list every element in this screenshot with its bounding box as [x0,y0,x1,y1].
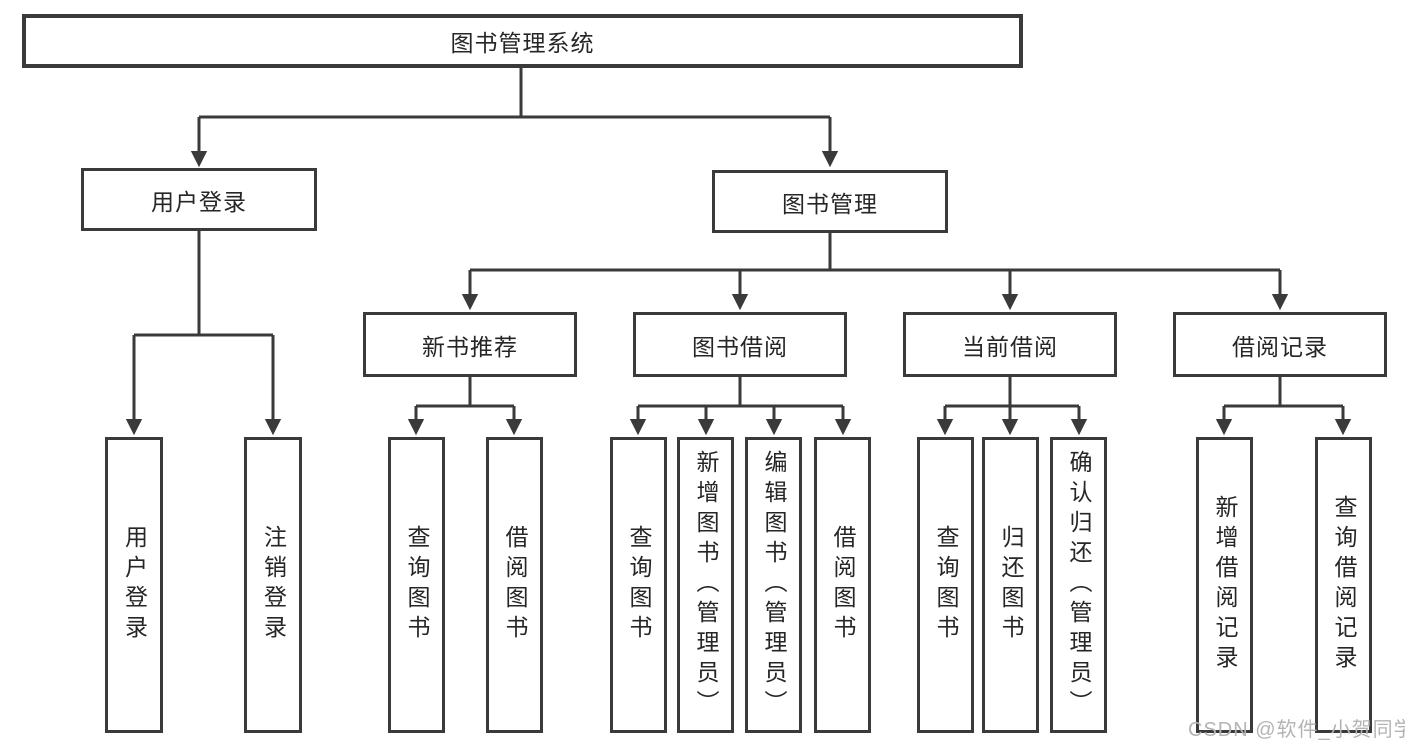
node-root: 图书管理系统 [22,14,1023,68]
leaf-logout-login: 注销登录 [244,437,302,733]
leaf-borrow-books-2: 借阅图书 [814,437,871,733]
leaf-query-books-3: 查询图书 [917,437,974,733]
node-borrowing-records: 借阅记录 [1173,312,1387,377]
connector-book-management-split [470,233,1280,272]
leaf-add-borrow-record: 新增借阅记录 [1196,437,1253,733]
node-book-borrowing: 图书借阅 [633,312,847,377]
connector-root-split [199,68,830,119]
node-book-management: 图书管理 [712,170,948,233]
node-current-borrowing: 当前借阅 [903,312,1117,377]
leaf-confirm-return-admin: 确认归还（管理员） [1050,437,1107,733]
connector-borrowing-records-split [1224,377,1343,408]
leaf-edit-book-admin: 编辑图书（管理员） [745,437,802,733]
node-user-login: 用户登录 [81,168,317,231]
leaf-add-book-admin: 新增图书（管理员） [677,437,734,733]
leaf-query-books-1: 查询图书 [388,437,445,733]
leaf-query-books-2: 查询图书 [610,437,667,733]
connector-book-borrowing-split [638,377,843,408]
connector-new-book-split [416,377,514,408]
leaf-query-borrow-record: 查询借阅记录 [1315,437,1372,733]
connector-user-login-split [134,231,273,337]
connector-current-borrowing-split [945,377,1079,408]
leaf-user-login: 用户登录 [105,437,163,733]
leaf-return-books: 归还图书 [982,437,1039,733]
watermark-text: CSDN @软件_小贺同学 [1188,719,1405,741]
node-new-book-recommend: 新书推荐 [363,312,577,377]
leaf-borrow-books-1: 借阅图书 [486,437,543,733]
